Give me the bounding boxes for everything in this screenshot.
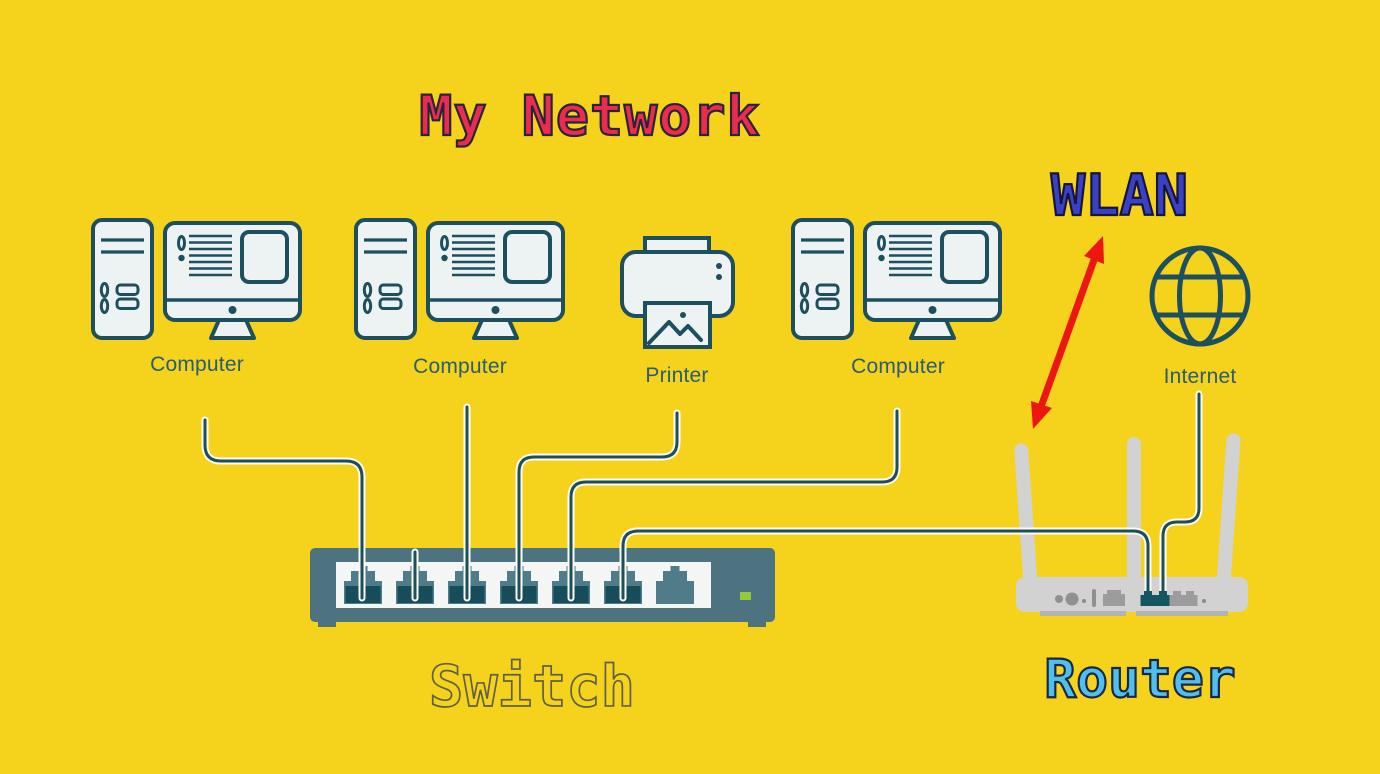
router-ports: [1055, 589, 1206, 607]
internet-label: Internet: [1163, 365, 1237, 388]
diagram-title: My Network: [418, 83, 761, 149]
router-port-2: [1155, 591, 1171, 606]
switch-led: [740, 592, 751, 600]
cable-computer1-switch: [203, 418, 364, 600]
switch-icon: [310, 548, 775, 627]
wlan-arrow: [1031, 236, 1104, 429]
cable-internet-router: [1161, 392, 1201, 602]
cable-printer-switch: [517, 411, 679, 600]
cables: [201, 390, 1203, 604]
computer1-label: Computer: [150, 353, 244, 376]
router-label: Router: [1043, 648, 1237, 711]
internet-globe-icon: [1149, 245, 1251, 347]
router-icon: [1014, 433, 1248, 616]
computer-icon-3: [791, 218, 1002, 340]
printer-label: Printer: [645, 364, 709, 387]
cable-computer3-switch: [569, 409, 899, 600]
router-antenna-left: [1014, 443, 1038, 594]
switch-label: Switch: [428, 653, 636, 721]
computer-icon-2: [354, 218, 565, 340]
router-antenna-right: [1216, 433, 1241, 594]
router-antenna-middle: [1127, 437, 1141, 592]
computer2-label: Computer: [413, 355, 507, 378]
computer3-label: Computer: [851, 355, 945, 378]
cable-switch-router: [621, 529, 1150, 602]
wlan-label: WLAN: [1050, 162, 1189, 230]
router-port-1: [1140, 591, 1156, 606]
computer-icon-1: [91, 218, 302, 340]
printer-icon: [620, 236, 735, 349]
